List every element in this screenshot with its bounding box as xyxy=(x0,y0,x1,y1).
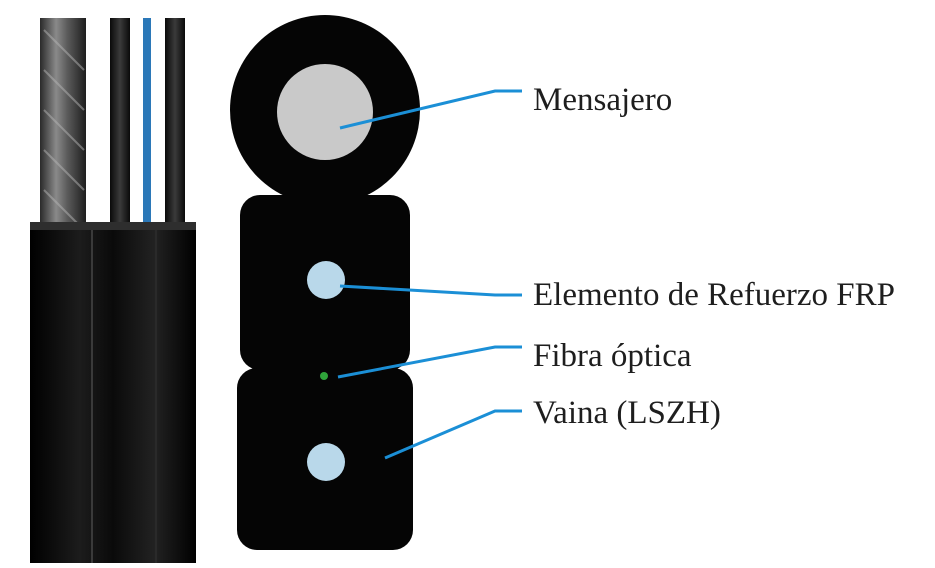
wire-blue xyxy=(143,18,151,233)
cross-section xyxy=(230,15,420,550)
leader-line-fiber xyxy=(337,345,522,379)
optical-fiber-dot xyxy=(320,372,328,380)
strand-twist-lines xyxy=(43,29,85,227)
label-frp-element: Elemento de Refuerzo FRP xyxy=(533,277,896,313)
wire-black-2 xyxy=(165,18,185,233)
cable-jacket xyxy=(30,222,196,563)
jacket-top-edge xyxy=(30,222,196,230)
leader-line-frp xyxy=(339,284,522,297)
label-messenger: Mensajero xyxy=(533,82,673,118)
label-sheath: Vaina (LSZH) xyxy=(533,395,721,431)
frp-element-upper xyxy=(307,261,345,299)
cable-photo xyxy=(30,18,196,563)
label-optical-fiber: Fibra óptica xyxy=(533,338,692,374)
messenger-core xyxy=(277,64,373,160)
leader-line-messenger xyxy=(339,89,522,130)
steel-messenger-strand xyxy=(40,18,86,233)
wire-black-1 xyxy=(110,18,130,233)
leader-lines xyxy=(337,89,522,460)
leader-line-sheath xyxy=(384,409,522,460)
frp-element-lower xyxy=(307,443,345,481)
